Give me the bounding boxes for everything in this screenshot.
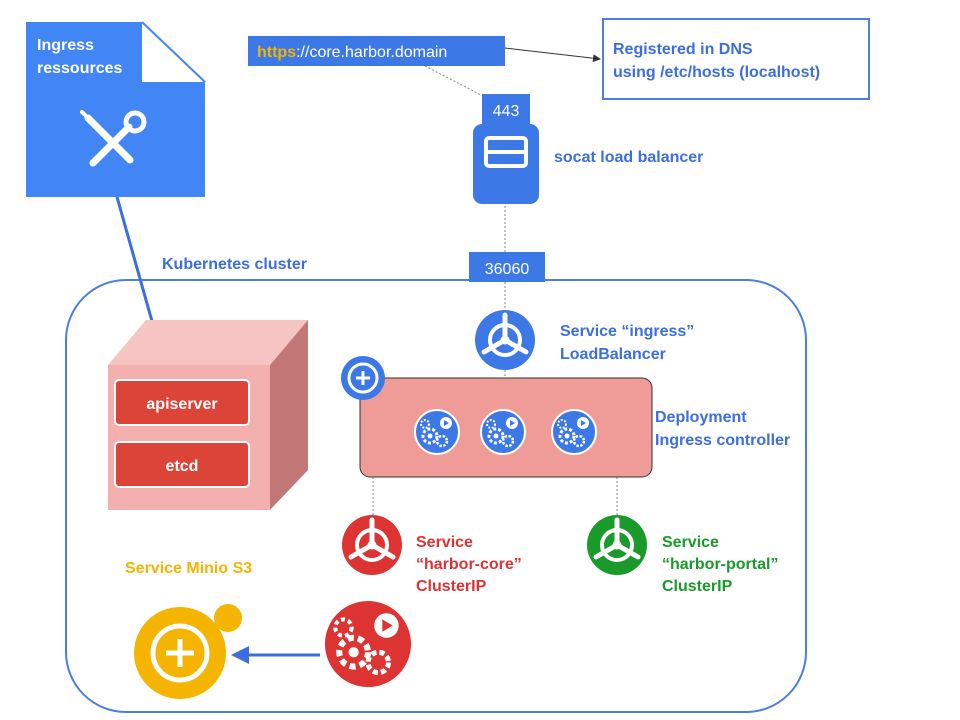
etcd-box — [114, 441, 250, 488]
arrow-url-to-dns — [504, 47, 601, 63]
service-portal-line3: ClusterIP — [662, 578, 733, 595]
deployment-ingress-line2: Ingress controller — [655, 432, 790, 449]
control-plane-cube: apiserver etcd — [108, 320, 308, 510]
cluster-frame — [65, 279, 807, 713]
service-portal-line1: Service — [662, 534, 719, 551]
url-scheme: https — [257, 44, 296, 61]
service-core-line3: ClusterIP — [416, 578, 487, 595]
apiserver-label: apiserver — [146, 396, 217, 413]
deployment-ingress-line1: Deployment — [655, 409, 747, 426]
load-balancer — [473, 124, 539, 204]
svg-text:https://core.harbor.domain: https://core.harbor.domain — [257, 44, 447, 61]
ingress-pod-3 — [550, 408, 598, 456]
apiserver-box — [114, 379, 250, 426]
service-core-icon — [342, 515, 402, 575]
minio-pod-icon — [323, 599, 413, 689]
service-portal-icon — [587, 515, 647, 575]
service-ingress-icon — [475, 310, 535, 370]
port-443-badge: 443 — [482, 94, 530, 124]
minio-deployment-icon — [134, 604, 242, 699]
service-ingress-line2: LoadBalancer — [560, 346, 666, 363]
service-core-line2: “harbor-core” — [416, 556, 522, 573]
link-url-to-443 — [424, 65, 484, 97]
service-ingress-line1: Service “ingress” — [560, 323, 694, 340]
ingress-resource-doc: Ingress ressources — [26, 21, 206, 197]
url-host: ://core.harbor.domain — [296, 44, 447, 61]
port-36060-badge: 36060 — [469, 252, 545, 282]
server-icon — [484, 136, 528, 168]
dns-note-line2: using /etc/hosts (localhost) — [613, 64, 820, 81]
deployment-ingress-icon — [339, 354, 387, 402]
dns-note: Registered in DNS using /etc/hosts (loca… — [602, 18, 870, 100]
dns-note-line1: Registered in DNS — [613, 41, 753, 58]
ingress-doc-title-2: ressources — [37, 60, 122, 77]
cluster-label: Kubernetes cluster — [162, 256, 307, 273]
url-box: https://core.harbor.domain — [248, 36, 505, 66]
ingress-pod-2 — [479, 408, 527, 456]
service-portal-line2: “harbor-portal” — [662, 556, 778, 573]
load-balancer-label: socat load balancer — [554, 149, 703, 166]
etcd-label: etcd — [166, 458, 199, 475]
port-443-label: 443 — [493, 103, 520, 120]
wrench-screwdriver-icon — [80, 110, 147, 167]
ingress-pod-1 — [413, 408, 461, 456]
service-core-line1: Service — [416, 534, 473, 551]
ingress-doc-title-1: Ingress — [37, 37, 94, 54]
port-36060-label: 36060 — [485, 261, 530, 278]
minio-label: Service Minio S3 — [125, 560, 252, 577]
